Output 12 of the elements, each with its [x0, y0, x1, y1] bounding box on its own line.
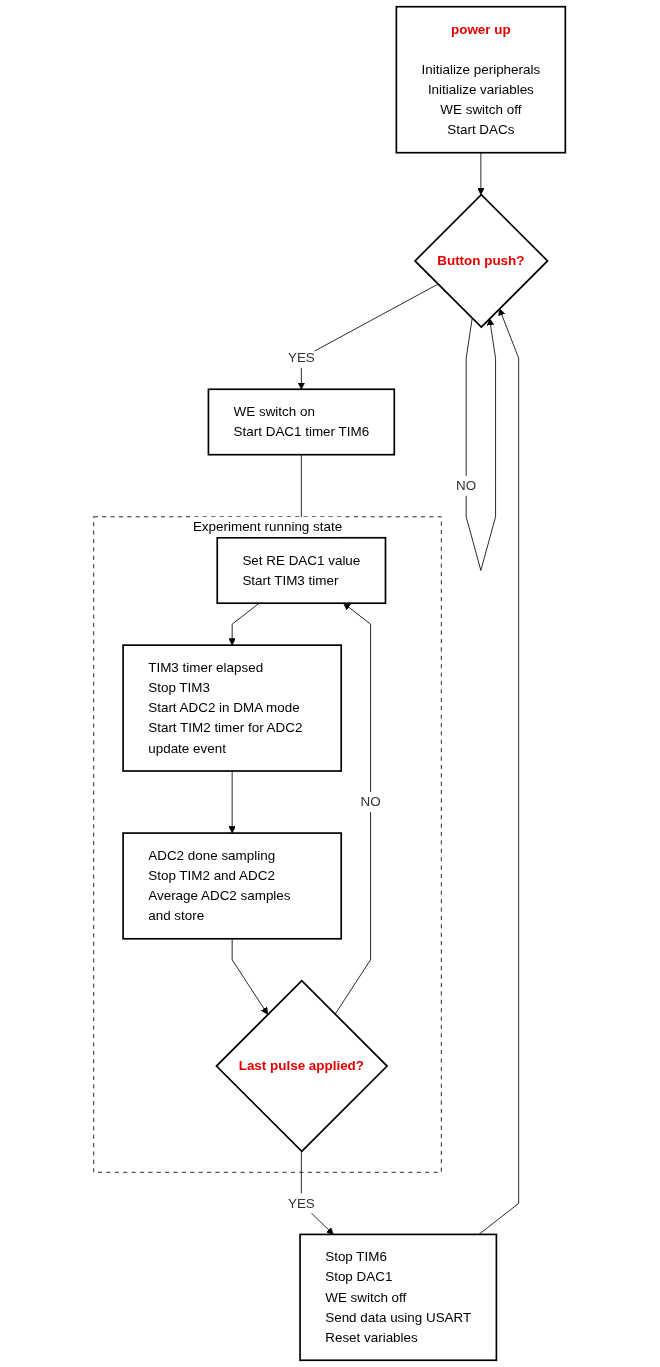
node-box: Set RE DAC1 value Start TIM3 timer	[216, 536, 387, 605]
edge-label: YES	[288, 1195, 316, 1211]
node-box: WE switch on Start DAC1 timer TIM6	[208, 388, 396, 456]
edge-label: NO	[360, 794, 382, 809]
node-box: power up Initialize peripherals Initialize variables WE switch off Start DACs	[396, 5, 567, 154]
edge-label: YES	[288, 350, 316, 365]
node-box: TIM3 timer elapsed Stop TIM3 Start ADC2 in DMA mode Start TIM2 timer for ADC2 update event	[122, 644, 343, 772]
node-box: ADC2 done sampling Stop TIM2 and ADC2 Average ADC2 samples and store	[122, 832, 343, 940]
node-box: Stop TIM6 Stop DAC1 WE switch off Send data using USART Reset variables	[299, 1233, 498, 1362]
node-diamond: Last pulse applied?	[215, 979, 389, 1153]
edge-label: NO	[456, 478, 477, 493]
node-diamond: Button push?	[414, 193, 550, 329]
